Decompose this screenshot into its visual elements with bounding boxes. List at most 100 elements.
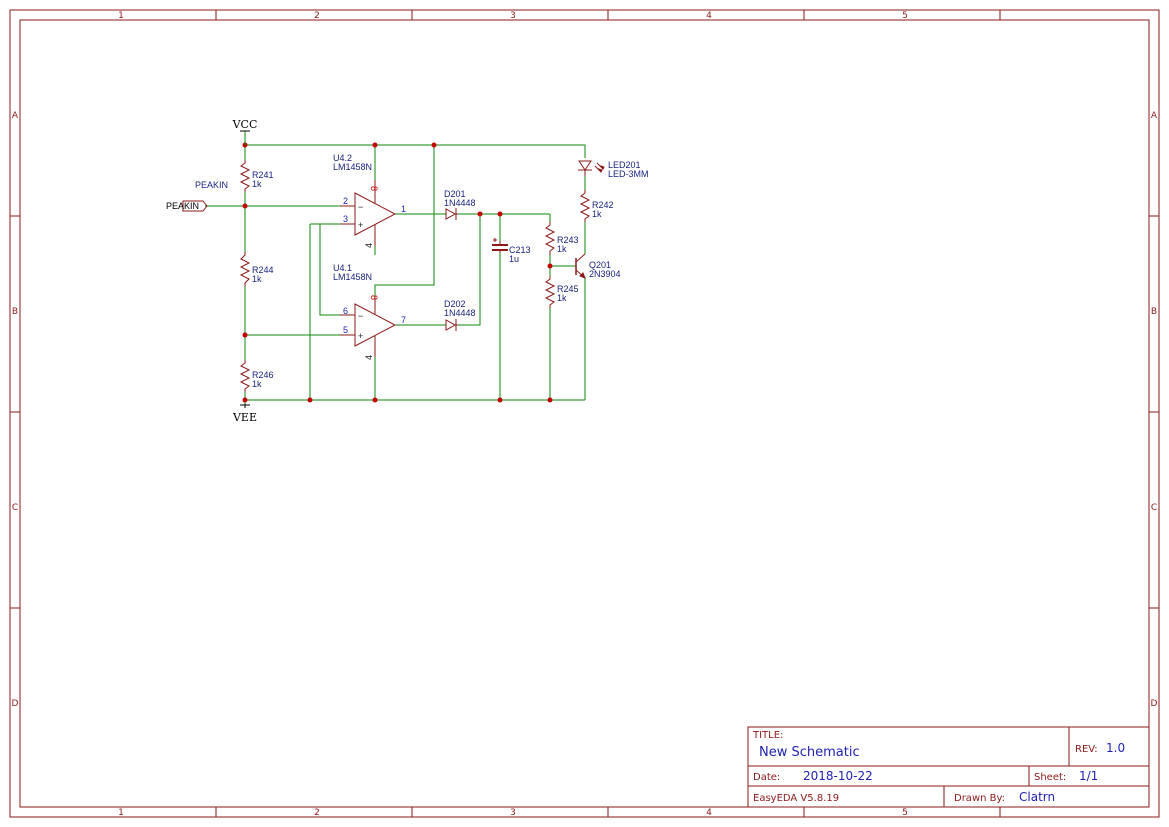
d201-ref: D201 [444,189,466,199]
vcc-symbol: VCC [232,118,258,145]
r245-value: 1k [557,293,567,303]
vee-label: VEE [232,411,257,424]
opamp-u42: − + 2 3 1 8 4 U4.2 LM1458N [333,153,406,248]
resistor-r245: R245 1k [544,276,579,308]
junction-dot [477,211,483,217]
row-label-left: A [12,111,19,121]
resistor-r243: R243 1k [544,222,579,255]
u41-pin-vplus: 8 [369,295,379,300]
row-label-left: D [12,699,19,709]
col-label-bottom: 4 [706,808,712,818]
col-label-top: 3 [510,11,516,21]
rev-value: 1.0 [1106,741,1125,755]
q201-ref: Q201 [589,260,611,270]
u41-value: LM1458N [333,272,372,282]
r243-ref: R243 [557,235,579,245]
c213-ref: C213 [509,245,531,255]
d202-value: 1N4448 [444,308,476,318]
sheet-frame [9,9,1160,818]
r245-ref: R245 [557,284,579,294]
drawn-by-value: Clatrn [1019,790,1055,804]
d201-value: 1N4448 [444,198,476,208]
r241-value: 1k [252,179,262,189]
junction-dot [372,397,378,403]
vcc-label: VCC [232,118,258,131]
frame-column-labels: 1 2 3 4 5 1 2 3 4 5 [118,11,908,818]
led201-ref: LED201 [608,160,641,170]
sheet-caption: Sheet: [1034,772,1066,783]
date-value: 2018-10-22 [803,769,873,783]
transistor-q201: Q201 2N3904 [575,253,621,279]
resistor-r242: R242 1k [579,190,614,222]
junction-dot [242,397,248,403]
junction-dot [242,203,248,209]
u42-minus-symbol: − [358,202,363,212]
row-label-right: A [1151,111,1158,121]
peakin-port: PEAKIN PEAKIN [166,180,228,212]
date-caption: Date: [753,772,780,783]
u41-minus-symbol: − [358,311,363,321]
resistor-r244: R244 1k [239,252,274,287]
row-label-right: C [1151,503,1157,513]
u41-pin-vminus: 4 [364,355,374,360]
u41-plus-symbol: + [358,331,363,341]
u42-pin-vplus: 8 [369,186,379,191]
vee-symbol: VEE [232,404,257,424]
u42-pin-noninv: 3 [343,214,348,224]
title-caption: TITLE: [752,730,783,741]
q201-value: 2N3904 [589,269,621,279]
peakin-port-label: PEAKIN [166,201,199,211]
col-label-bottom: 3 [510,808,516,818]
u41-pin-out: 7 [401,315,406,325]
u42-pin-inv: 2 [343,196,348,206]
col-label-top: 4 [706,11,712,21]
u42-value: LM1458N [333,162,372,172]
r244-ref: R244 [252,265,274,275]
junction-dot [547,397,553,403]
opamp-u41: − + 6 5 7 8 4 U4.1 LM1458N [333,263,406,360]
col-label-bottom: 5 [902,808,908,818]
u42-pin-out: 1 [401,204,406,214]
col-label-bottom: 2 [314,808,320,818]
junction-dot [307,397,313,403]
capacitor-c213: C213 1u [492,238,531,264]
junction-dot [497,211,503,217]
u41-ref: U4.1 [333,263,352,273]
col-label-top: 5 [902,11,908,21]
frame-row-labels: A B C D A B C D [12,111,1158,709]
sheet-value: 1/1 [1079,769,1098,783]
c213-value: 1u [509,254,519,264]
r241-ref: R241 [252,170,274,180]
junction-dot [547,263,553,269]
col-label-top: 1 [118,11,124,21]
wires [205,144,586,404]
r242-ref: R242 [592,200,614,210]
tool-version: EasyEDA V5.8.19 [753,793,839,804]
row-label-left: B [12,307,18,317]
r246-ref: R246 [252,370,274,380]
d202-ref: D202 [444,299,466,309]
u41-pin-inv: 6 [343,306,348,316]
junction-dot [431,142,437,148]
r243-value: 1k [557,244,567,254]
diode-d202: D202 1N4448 [444,299,476,331]
junctions [242,142,553,403]
r242-value: 1k [592,209,602,219]
u42-plus-symbol: + [358,220,363,230]
schematic-title: New Schematic [759,745,860,760]
resistor-r241: R241 1k [239,160,274,192]
r244-value: 1k [252,274,262,284]
junction-dot [242,332,248,338]
diode-d201: D201 1N4448 [444,189,476,220]
row-label-right: D [1151,699,1158,709]
drawn-by-caption: Drawn By: [954,793,1005,804]
rev-caption: REV: [1075,744,1098,755]
col-label-top: 2 [314,11,320,21]
u42-ref: U4.2 [333,153,352,163]
resistor-r246: R246 1k [239,360,274,392]
led-led201: LED201 LED-3MM [578,160,649,179]
title-block: TITLE: New Schematic REV: 1.0 Date: 2018… [747,726,1150,808]
junction-dot [497,397,503,403]
row-label-right: B [1151,307,1157,317]
